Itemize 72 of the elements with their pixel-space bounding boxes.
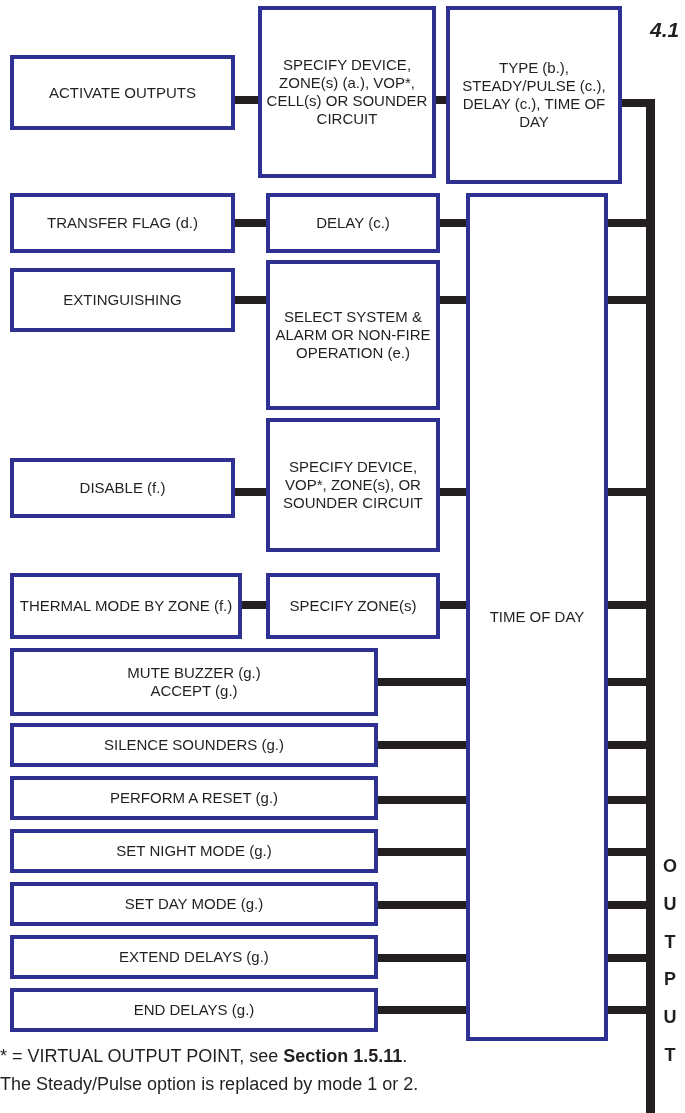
connector-line — [440, 601, 466, 609]
connector-line — [608, 488, 646, 496]
process-box — [266, 260, 440, 410]
connector-line — [378, 741, 466, 749]
box-text: DELAY (c.) — [316, 214, 390, 232]
box-text: SELECT SYSTEM & ALARM OR NON-FIRE OPERATION (e.) — [274, 308, 432, 362]
box-text: TYPE (b.), STEADY/PULSE (c.), DELAY (c.), TIME OF DAY — [461, 59, 607, 131]
process-box — [446, 6, 622, 184]
process-box — [10, 268, 235, 332]
connector-line — [608, 296, 646, 304]
connector-line — [242, 601, 266, 609]
box-text: SPECIFY ZONE(s) — [289, 597, 417, 615]
process-box — [266, 193, 440, 253]
connector-line — [608, 954, 646, 962]
process-box — [266, 418, 440, 552]
box-text: END DELAYS (g.) — [133, 1001, 255, 1019]
connector-line — [608, 219, 646, 227]
process-box — [10, 935, 378, 979]
process-box — [10, 988, 378, 1032]
connector-line — [608, 1006, 646, 1014]
connector-line — [378, 848, 466, 856]
bus-label: OUTPUT — [662, 855, 678, 1067]
connector-line — [436, 96, 446, 104]
box-text: SILENCE SOUNDERS (g.) — [103, 736, 284, 754]
connector-line — [378, 1006, 466, 1014]
process-box — [266, 573, 440, 639]
process-box — [10, 458, 235, 518]
box-text: TRANSFER FLAG (d.) — [47, 214, 198, 232]
process-box — [10, 573, 242, 639]
box-text: SPECIFY DEVICE, VOP*, ZONE(s), OR SOUNDER CIRCUIT — [282, 458, 424, 512]
box-text: PERFORM A RESET (g.) — [109, 789, 279, 807]
connector-line — [608, 741, 646, 749]
box-text: SPECIFY DEVICE, ZONE(s) (a.), VOP*, CELL(s) OR SOUNDER CIRCUIT — [266, 56, 428, 128]
box-text: ACTIVATE OUTPUTS — [49, 83, 196, 102]
process-box — [466, 193, 608, 1041]
box-text: EXTINGUISHING — [63, 291, 182, 309]
connector-line — [378, 796, 466, 804]
connector-line — [378, 678, 466, 686]
connector-line — [440, 219, 466, 227]
connector-line — [608, 796, 646, 804]
connector-line — [608, 678, 646, 686]
connector-line — [378, 901, 466, 909]
connector-line — [608, 848, 646, 856]
connector-line — [378, 954, 466, 962]
process-box — [10, 648, 378, 716]
footnote: * = VIRTUAL OUTPUT POINT, see Section 1.5.11. — [0, 1045, 409, 1068]
process-box — [10, 829, 378, 873]
connector-line — [235, 219, 266, 227]
box-text: ACCEPT (g.) — [150, 682, 238, 700]
connector-line — [608, 601, 646, 609]
connector-line — [608, 901, 646, 909]
box-text: SET DAY MODE (g.) — [124, 895, 264, 913]
connector-line — [440, 296, 466, 304]
connector-line — [235, 296, 266, 304]
box-text: THERMAL MODE BY ZONE (f.) — [19, 597, 233, 615]
process-box — [258, 6, 436, 178]
box-text: SET NIGHT MODE (g.) — [116, 842, 272, 860]
footnote: The Steady/Pulse option is replaced by mode 1 or 2. — [0, 1072, 420, 1096]
process-box — [10, 55, 235, 130]
process-box — [10, 193, 235, 253]
connector-line — [235, 488, 266, 496]
connector-line — [235, 96, 258, 104]
process-box — [10, 723, 378, 767]
process-box — [10, 776, 378, 820]
section-number: 4.1 — [650, 17, 680, 43]
connector-line — [622, 99, 646, 107]
box-text: MUTE BUZZER (g.) — [127, 664, 261, 682]
box-text: TIME OF DAY — [489, 608, 585, 626]
connector-line — [440, 488, 466, 496]
process-box — [10, 882, 378, 926]
box-text: DISABLE (f.) — [79, 479, 166, 497]
box-text: EXTEND DELAYS (g.) — [119, 948, 269, 966]
